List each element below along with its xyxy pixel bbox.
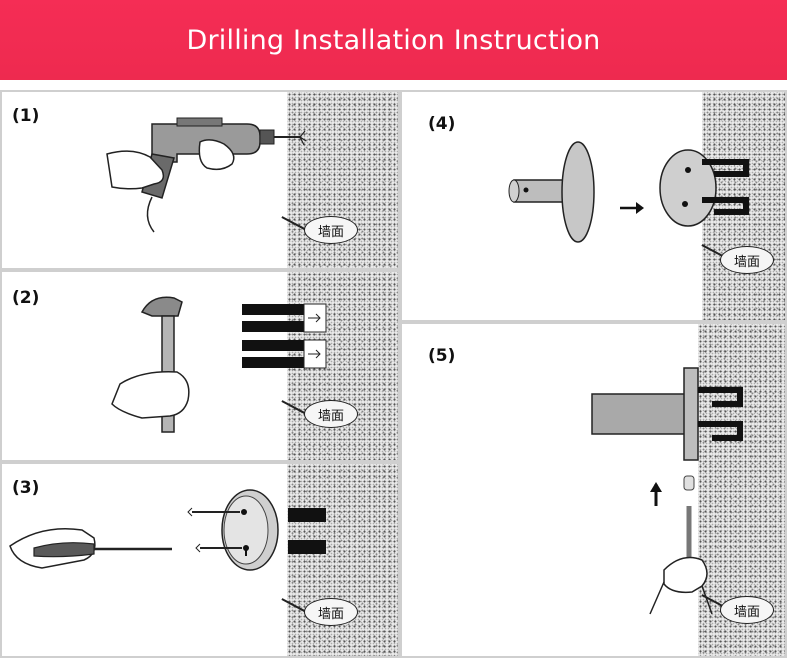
wall-label: 墙面: [720, 596, 774, 624]
drill-icon: [106, 117, 307, 233]
wall-label: 墙面: [304, 216, 358, 244]
wall-label: 墙面: [304, 598, 358, 626]
step-4-panel: (4) 墙面: [400, 90, 787, 322]
step-2-number: (2): [12, 288, 40, 308]
wall-texture: [287, 272, 398, 460]
screwdriver-icon: [9, 527, 172, 569]
wall-label: 墙面: [304, 400, 358, 428]
step-3-number: (3): [12, 478, 40, 498]
hammer-icon: [111, 296, 190, 433]
wall-texture: [287, 464, 398, 656]
step-5-panel: (5) 墙面: [400, 322, 787, 658]
mounting-plate-icon: [187, 489, 326, 571]
step-2-panel: (2) 墙面: [0, 270, 400, 462]
installed-bar-icon: [591, 367, 743, 615]
step-3-panel: (3) 墙面: [0, 462, 400, 658]
wall-anchors: [242, 303, 327, 369]
step-1-number: (1): [12, 106, 40, 126]
bar-and-plate-icon: [508, 141, 749, 243]
title-banner: Drilling Installation Instruction: [0, 0, 787, 80]
wall-label: 墙面: [720, 246, 774, 274]
banner-title: Drilling Installation Instruction: [186, 24, 601, 56]
step-5-number: (5): [428, 346, 456, 366]
step-1-panel: (1) 墙面: [0, 90, 400, 270]
step-4-number: (4): [428, 114, 456, 134]
